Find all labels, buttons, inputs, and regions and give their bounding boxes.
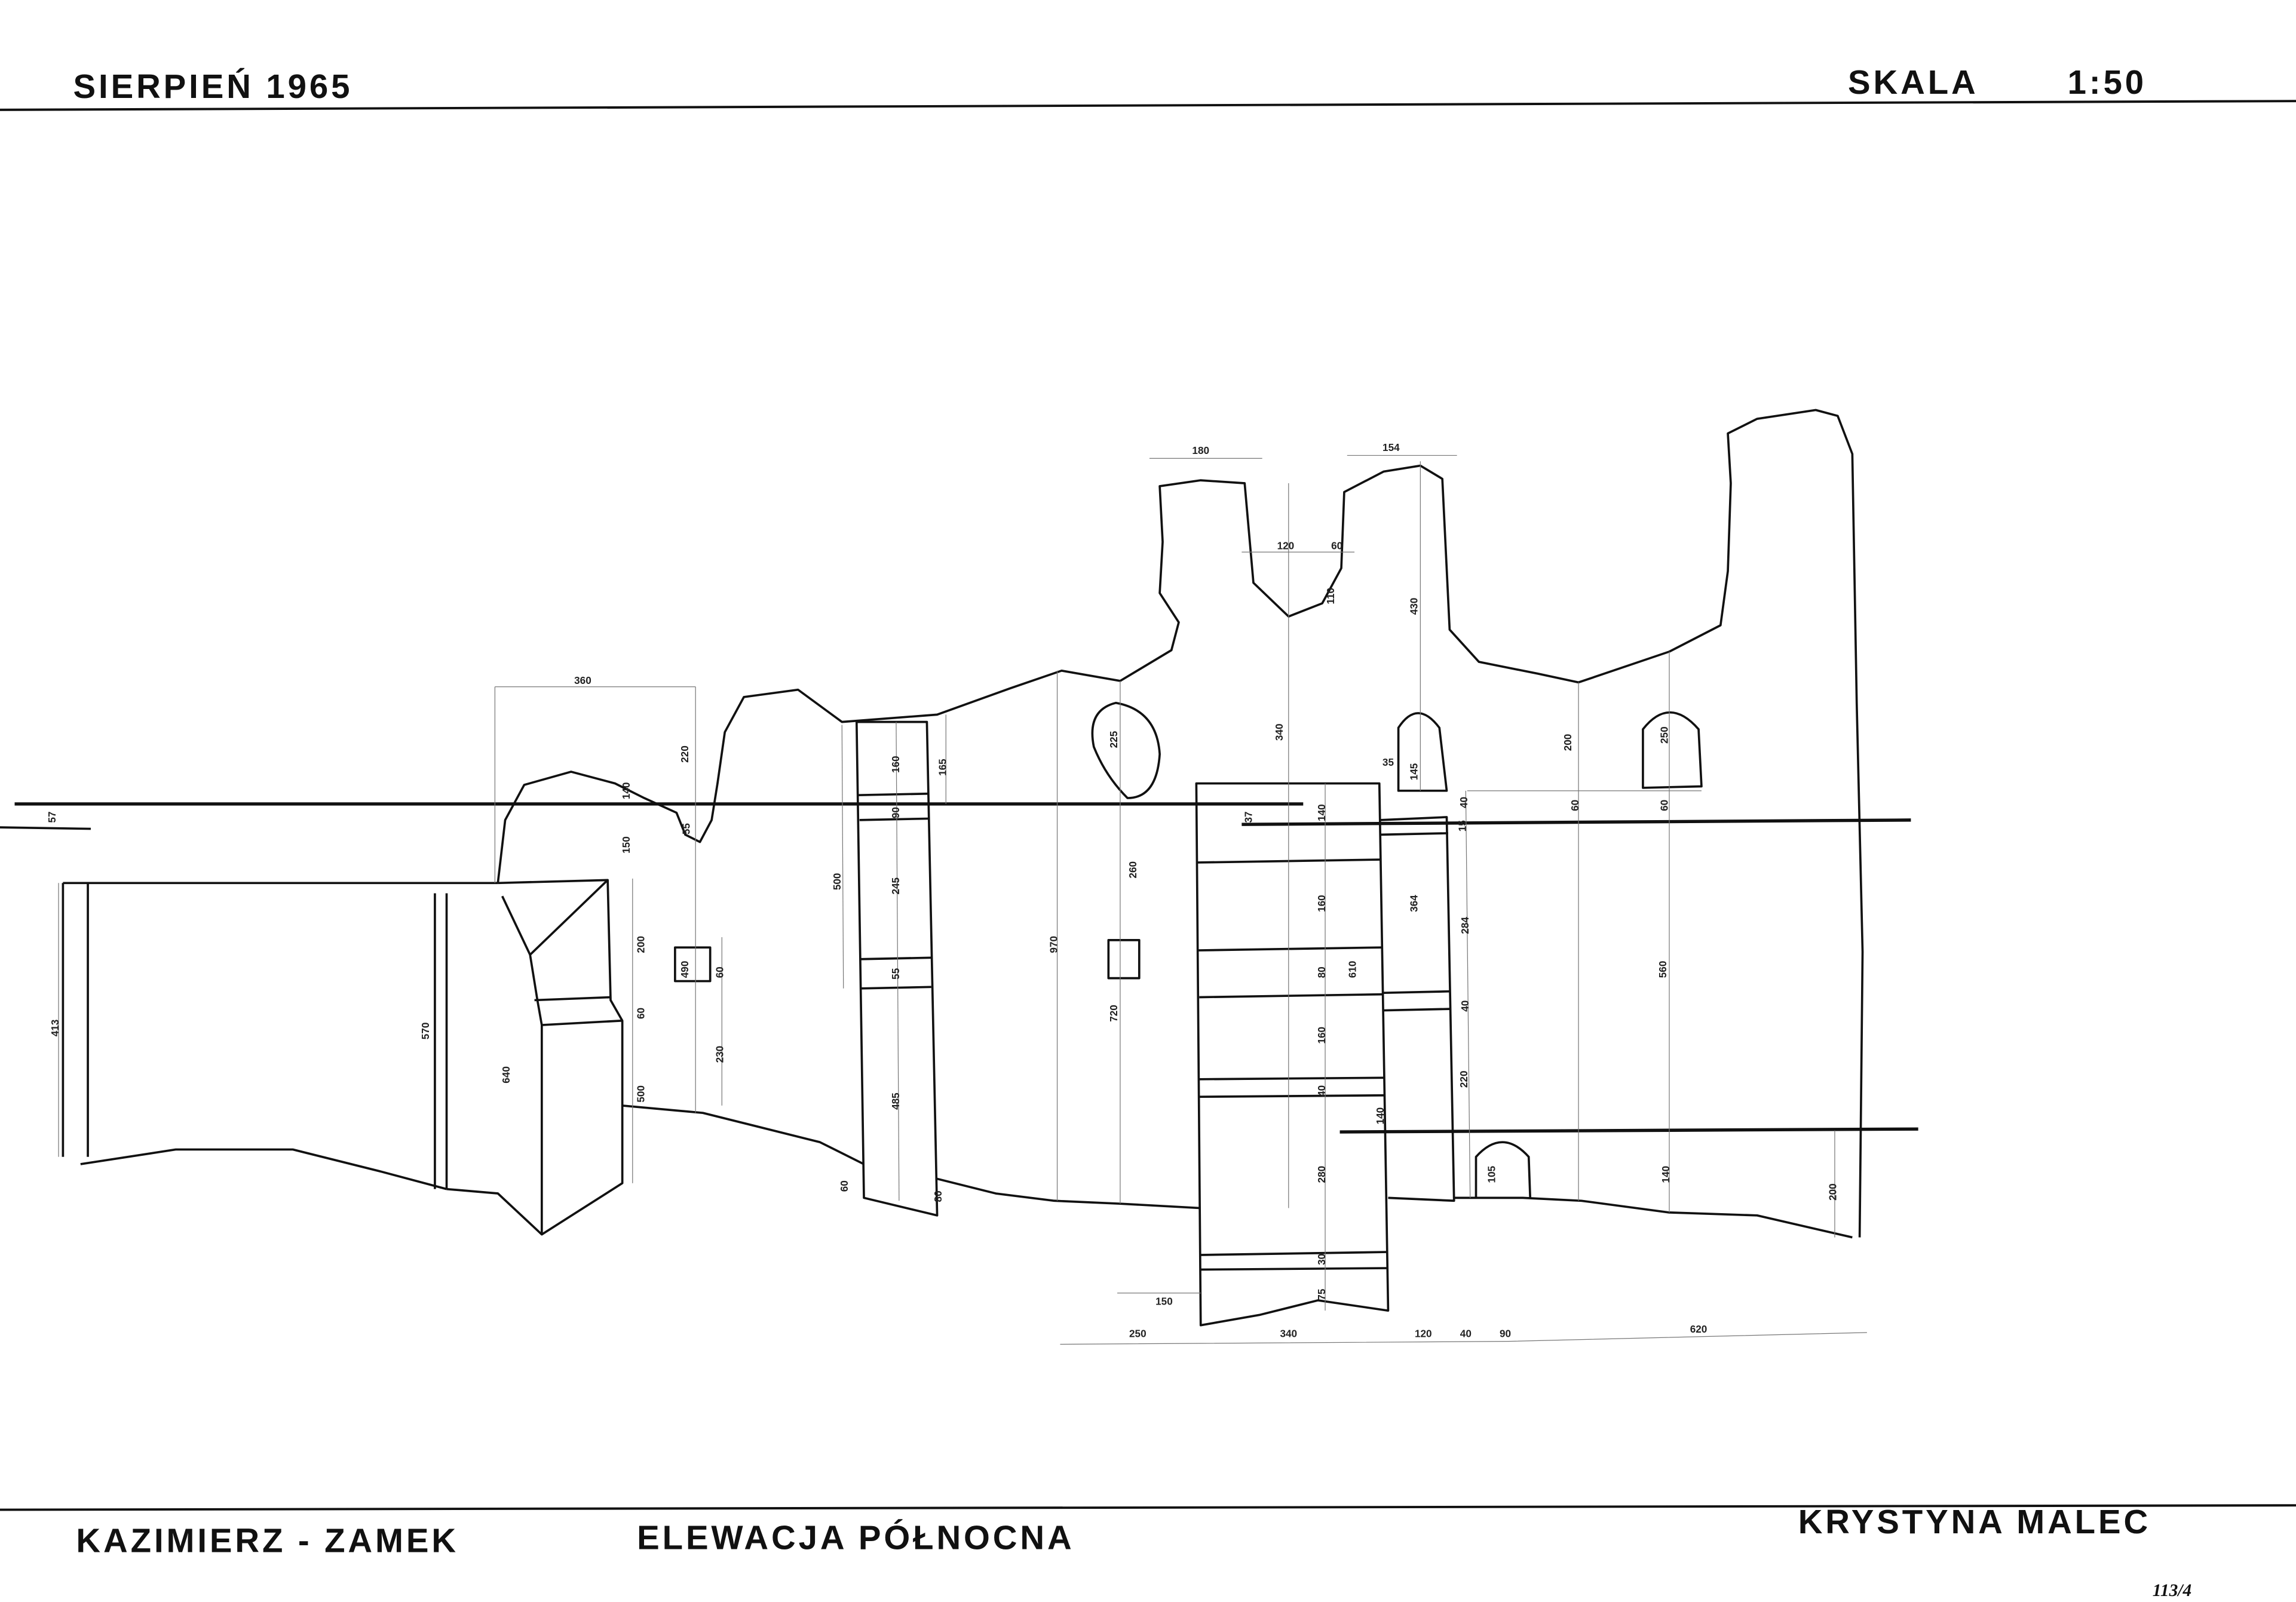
dimension-label: 37 bbox=[1243, 811, 1255, 823]
dimension-label: 230 bbox=[714, 1046, 726, 1063]
dimension-label: 150 bbox=[1155, 1295, 1173, 1307]
dimension-label: 610 bbox=[1347, 961, 1359, 978]
dimension-label: 80 bbox=[1316, 966, 1328, 978]
header-rule bbox=[0, 100, 2296, 111]
drawing-date: SIERPIEŃ 1965 bbox=[73, 67, 353, 105]
east-buttress bbox=[1381, 816, 1455, 1202]
buttress-west bbox=[855, 720, 939, 1217]
dimension-labels: 360 220 140 150 55 57 413 570 640 200 490 60 60 230 50… bbox=[46, 441, 1838, 1339]
wall-outline bbox=[496, 409, 1864, 1239]
dimension-label: 140 bbox=[1660, 1166, 1672, 1183]
dimension-label: 225 bbox=[1108, 731, 1120, 748]
west-block bbox=[62, 882, 498, 1190]
dimension-label: 90 bbox=[890, 807, 902, 818]
dimension-label: 120 bbox=[1415, 1327, 1432, 1339]
square-opening bbox=[674, 946, 712, 983]
dimension-label: 970 bbox=[1048, 936, 1060, 953]
dimension-label: 110 bbox=[1325, 588, 1336, 604]
dimension-label: 60 bbox=[714, 966, 726, 978]
dimension-label: 40 bbox=[1316, 1085, 1328, 1097]
dimension-label: 220 bbox=[1458, 1070, 1470, 1088]
dimension-label: 150 bbox=[620, 836, 632, 854]
dimension-label: 80 bbox=[932, 1190, 944, 1202]
dimension-label: 160 bbox=[890, 756, 902, 773]
dimension-label: 60 bbox=[634, 1008, 646, 1019]
dimension-label: 620 bbox=[1690, 1323, 1708, 1335]
dimension-label: 245 bbox=[890, 877, 902, 894]
dimension-label: 340 bbox=[1273, 723, 1285, 741]
dimension-label: 200 bbox=[634, 936, 646, 953]
central-tower bbox=[1195, 782, 1390, 1327]
dimension-label: 200 bbox=[1562, 734, 1574, 751]
oval-opening bbox=[1091, 701, 1161, 799]
dimension-label: 140 bbox=[1316, 804, 1328, 821]
dimension-label: 140 bbox=[620, 782, 632, 800]
dimension-label: 57 bbox=[46, 811, 58, 823]
author-name: KRYSTYNA MALEC bbox=[1798, 1503, 2151, 1540]
dimension-label: 250 bbox=[1129, 1327, 1147, 1339]
dimension-label: 35 bbox=[1382, 756, 1394, 768]
dimension-label: 364 bbox=[1408, 895, 1420, 912]
dimension-label: 160 bbox=[1316, 1027, 1328, 1044]
handwritten-mark: 113/4 bbox=[2153, 1581, 2191, 1600]
dimension-label: 260 bbox=[1127, 861, 1139, 879]
dimension-label: 40 bbox=[1459, 1001, 1471, 1012]
dimension-label: 284 bbox=[1459, 917, 1471, 934]
dimension-label: 15 bbox=[1456, 820, 1468, 832]
dimension-label: 60 bbox=[1659, 800, 1670, 811]
dimension-label: 485 bbox=[890, 1092, 902, 1110]
arched-window bbox=[1642, 711, 1703, 789]
dimension-label: 160 bbox=[1316, 895, 1328, 912]
dimension-label: 220 bbox=[679, 745, 691, 763]
dimension-label: 90 bbox=[1500, 1327, 1511, 1339]
square-opening bbox=[1107, 939, 1141, 980]
scale-label: SKALA bbox=[1848, 63, 1979, 101]
dimension-label: 30 bbox=[1316, 1254, 1328, 1265]
scale-value: 1:50 bbox=[2068, 63, 2147, 101]
dimension-label: 55 bbox=[890, 968, 902, 980]
dimension-lines bbox=[58, 455, 1867, 1345]
site-name: KAZIMIERZ - ZAMEK bbox=[76, 1522, 459, 1560]
dimension-label: 340 bbox=[1280, 1327, 1297, 1339]
dimension-label: 105 bbox=[1485, 1165, 1497, 1183]
dimension-label: 490 bbox=[679, 961, 691, 978]
footer-rule bbox=[0, 1504, 2296, 1511]
dimension-label: 154 bbox=[1382, 441, 1400, 453]
dimension-label: 40 bbox=[1460, 1327, 1472, 1339]
arched-window bbox=[1397, 712, 1448, 792]
dimension-label: 120 bbox=[1277, 539, 1295, 551]
dimension-label: 140 bbox=[1374, 1107, 1386, 1125]
dimension-label: 250 bbox=[1659, 726, 1670, 744]
corner-pier bbox=[446, 879, 624, 1236]
dimension-label: 720 bbox=[1108, 1005, 1120, 1022]
dimension-label: 413 bbox=[49, 1020, 61, 1037]
dimension-label: 60 bbox=[838, 1180, 850, 1192]
dimension-label: 360 bbox=[574, 674, 591, 686]
dimension-label: 430 bbox=[1408, 598, 1420, 615]
dimension-label: 500 bbox=[634, 1085, 646, 1103]
dimension-label: 500 bbox=[831, 873, 843, 891]
dimension-label: 570 bbox=[419, 1023, 431, 1040]
dimension-label: 75 bbox=[1316, 1288, 1328, 1300]
dimension-label: 165 bbox=[936, 759, 948, 776]
dimension-label: 55 bbox=[680, 823, 692, 835]
dimension-label: 60 bbox=[1569, 800, 1581, 811]
dimension-label: 40 bbox=[1458, 797, 1470, 808]
dimension-label: 200 bbox=[1826, 1183, 1838, 1201]
dimension-label: 145 bbox=[1408, 763, 1420, 780]
dimension-label: 640 bbox=[500, 1066, 512, 1084]
dimension-label: 180 bbox=[1192, 444, 1209, 456]
reference-lines bbox=[0, 802, 1918, 1134]
drawing-title: ELEWACJA PÓŁNOCNA bbox=[637, 1519, 1074, 1557]
dimension-label: 280 bbox=[1316, 1166, 1328, 1183]
openings bbox=[674, 701, 1703, 1198]
arched-doorway bbox=[1475, 1141, 1532, 1198]
dimension-label: 560 bbox=[1657, 961, 1669, 978]
dimension-label: 60 bbox=[1331, 539, 1342, 551]
